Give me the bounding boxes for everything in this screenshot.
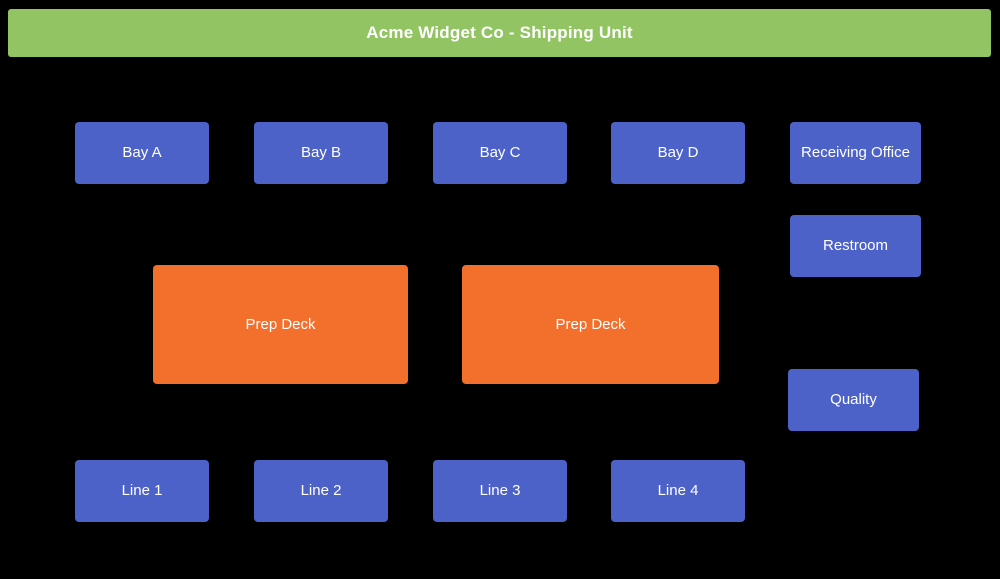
room-label: Line 2 (300, 482, 342, 500)
room-prep-deck[interactable]: Prep Deck (462, 265, 719, 384)
room-prep-deck[interactable]: Prep Deck (153, 265, 408, 384)
room-label: Line 4 (657, 482, 699, 500)
room-bay-d[interactable]: Bay D (611, 122, 745, 184)
room-label: Line 3 (479, 482, 521, 500)
room-label: Prep Deck (555, 315, 626, 333)
room-bay-b[interactable]: Bay B (254, 122, 388, 184)
room-label: Receiving Office (801, 144, 910, 162)
room-label: Bay C (479, 144, 521, 162)
room-label: Bay B (300, 144, 342, 162)
room-line-1[interactable]: Line 1 (75, 460, 209, 522)
room-bay-c[interactable]: Bay C (433, 122, 567, 184)
room-quality[interactable]: Quality (788, 369, 919, 431)
room-line-2[interactable]: Line 2 (254, 460, 388, 522)
room-label: Bay D (657, 144, 699, 162)
room-restroom[interactable]: Restroom (790, 215, 921, 277)
room-label: Line 1 (121, 482, 163, 500)
room-line-4[interactable]: Line 4 (611, 460, 745, 522)
room-label: Bay A (122, 144, 162, 162)
room-label: Quality (830, 391, 877, 409)
facility-title: Acme Widget Co - Shipping Unit (366, 23, 633, 42)
facility-banner: Acme Widget Co - Shipping Unit (8, 9, 991, 57)
room-line-3[interactable]: Line 3 (433, 460, 567, 522)
room-bay-a[interactable]: Bay A (75, 122, 209, 184)
room-receiving-office[interactable]: Receiving Office (790, 122, 921, 184)
room-label: Prep Deck (245, 315, 316, 333)
room-label: Restroom (822, 237, 889, 255)
